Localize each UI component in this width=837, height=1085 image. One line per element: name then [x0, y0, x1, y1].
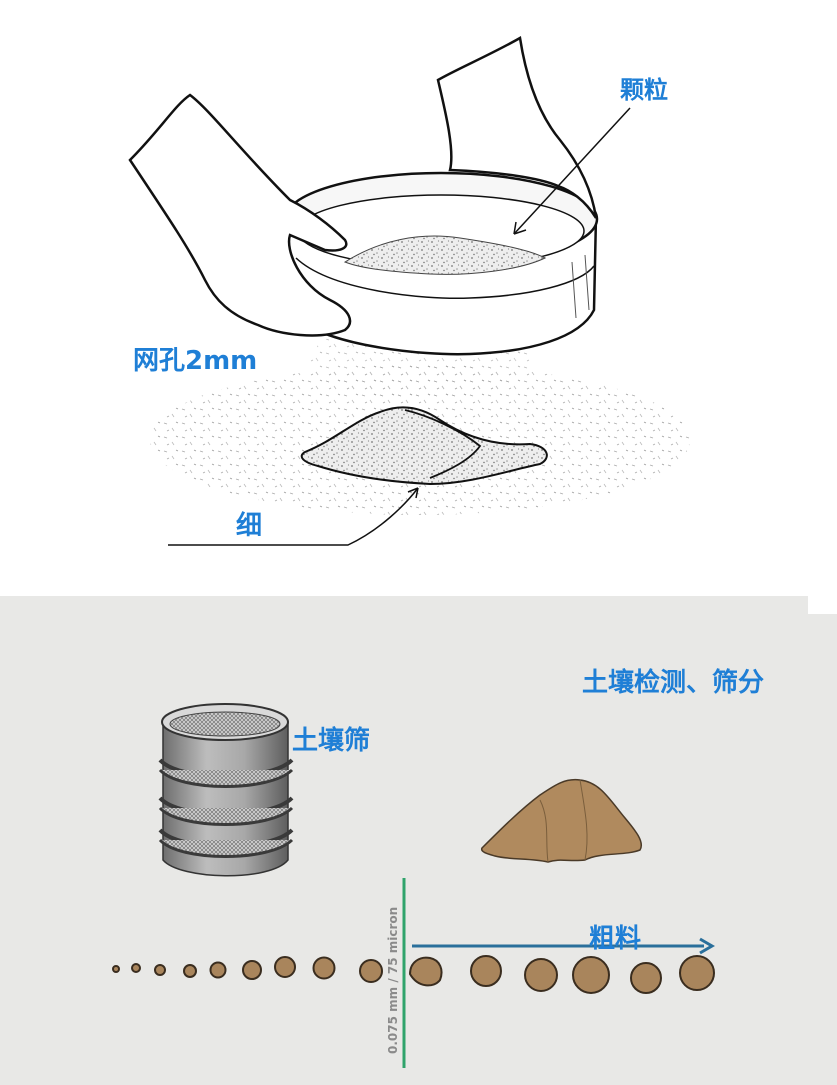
sieve-drawing: [128, 36, 690, 546]
soil-sieve-stack: [158, 703, 294, 877]
bottom-panel: [0, 596, 837, 1085]
particle-row: [112, 955, 715, 994]
fine-pile: [300, 406, 548, 486]
mesh-label: 网孔2mm: [133, 346, 258, 376]
fine-leader: [168, 487, 419, 546]
coarse-label: 粗料: [589, 924, 642, 954]
threshold-label: 0.075 mm / 75 micron: [386, 906, 400, 1054]
particles-arrow: [513, 107, 631, 235]
page-title: 土壤检测、筛分: [582, 668, 765, 698]
fine-label: 细: [236, 511, 263, 541]
soil-pile: [480, 778, 642, 863]
particles-in-sieve: [343, 235, 547, 275]
particles-label: 颗粒: [620, 76, 668, 104]
sieve: [283, 171, 599, 356]
panel-corner: [808, 596, 837, 614]
right-hand: [436, 36, 598, 219]
left-hand: [128, 93, 352, 337]
sieve-label: 土壤筛: [292, 726, 371, 756]
